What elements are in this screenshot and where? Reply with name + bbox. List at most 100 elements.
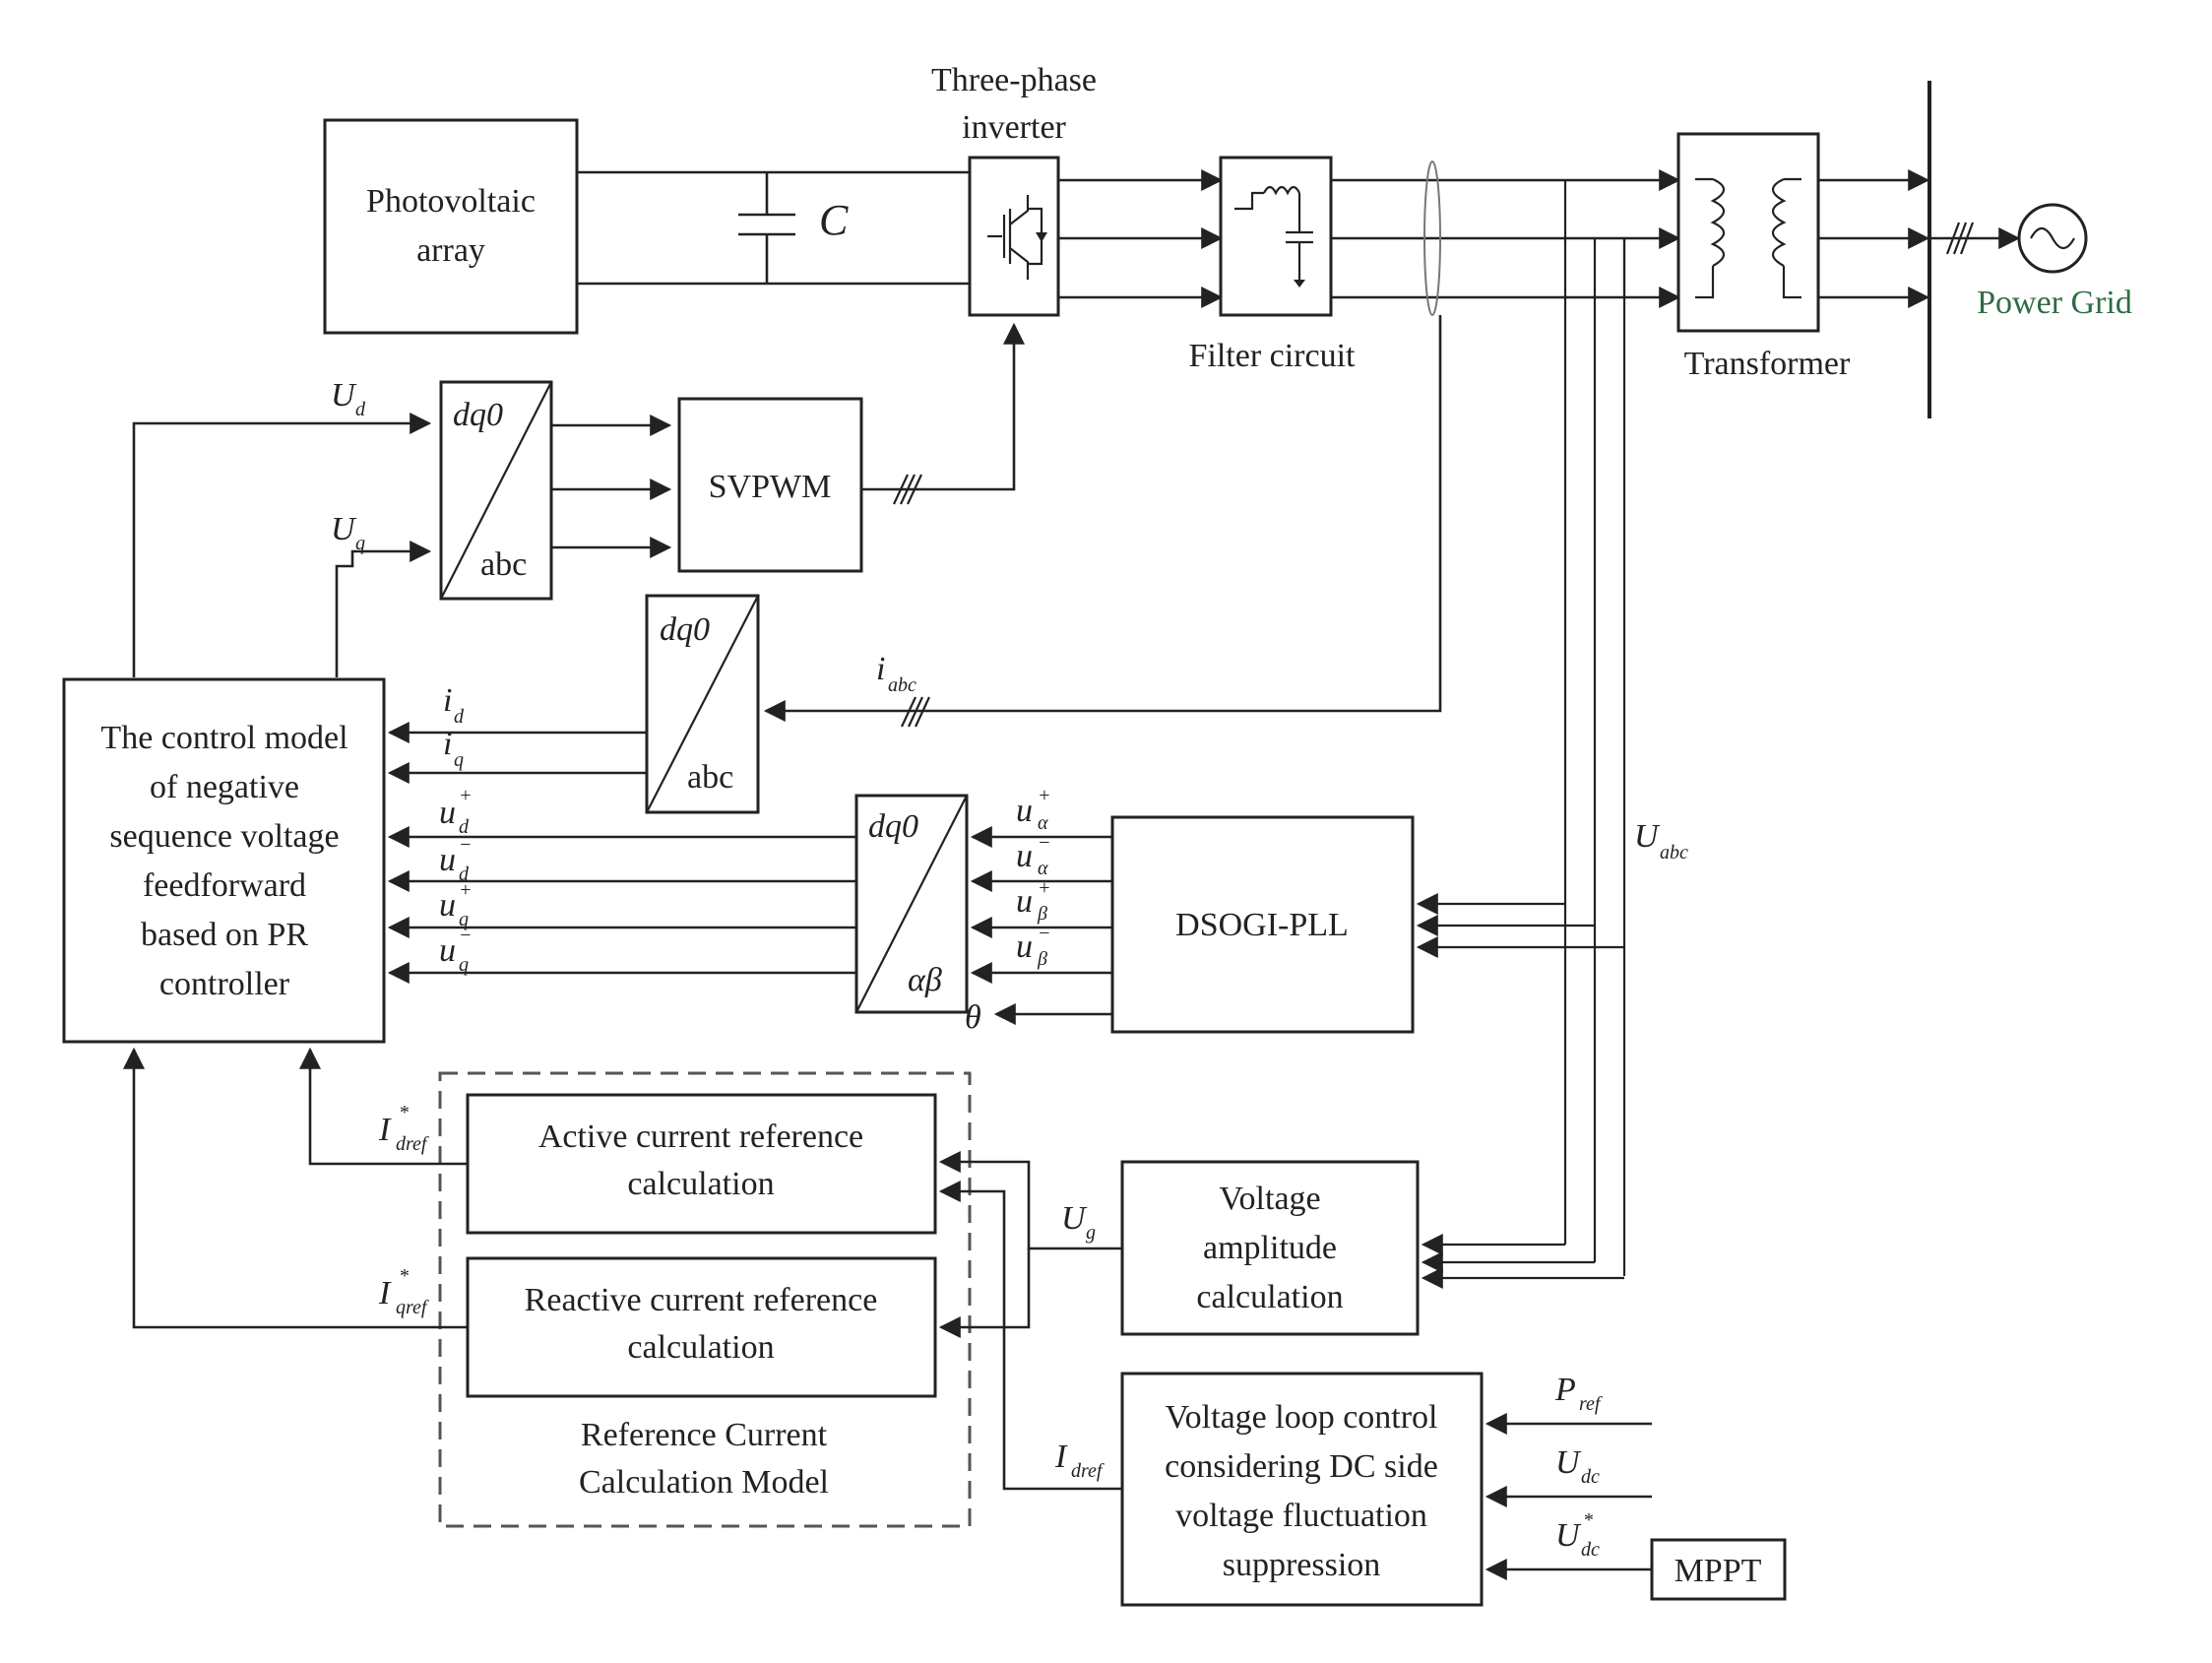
svg-text:β: β (1037, 903, 1047, 925)
svg-text:+: + (1038, 785, 1051, 806)
svg-text:amplitude: amplitude (1203, 1230, 1337, 1266)
svg-text:dref: dref (396, 1133, 429, 1155)
svg-text:−: − (1038, 923, 1051, 944)
svg-text:DSOGI-PLL: DSOGI-PLL (1175, 907, 1349, 943)
svg-text:controller: controller (159, 966, 290, 1002)
svg-text:u: u (1016, 793, 1033, 829)
svg-text:U: U (1555, 1517, 1582, 1554)
svg-text:+: + (1038, 877, 1051, 899)
svg-text:abc: abc (1660, 842, 1688, 863)
svg-text:I: I (1054, 1439, 1068, 1475)
svg-text:MPPT: MPPT (1675, 1553, 1762, 1589)
signal-Ud: U d (331, 377, 366, 420)
svg-text:α: α (1038, 858, 1048, 879)
svg-text:g: g (1086, 1222, 1096, 1244)
svg-text:Active current reference: Active current reference (538, 1119, 863, 1155)
three-phase-hatch-svpwm (893, 474, 922, 505)
svg-text:sequence voltage: sequence voltage (109, 818, 339, 855)
svg-text:abc: abc (888, 674, 916, 696)
svg-text:i: i (876, 651, 885, 687)
svg-text:u: u (439, 932, 456, 969)
svg-text:abc: abc (687, 759, 733, 796)
svg-text:Voltage: Voltage (1219, 1181, 1320, 1217)
svg-text:d: d (459, 816, 470, 838)
inverter-label-2: inverter (962, 109, 1066, 146)
signal-Pref: P ref (1554, 1372, 1603, 1415)
active-current-ref-block: Active current reference calculation (466, 1093, 937, 1235)
svg-text:q: q (454, 749, 464, 771)
ac-source-icon (2017, 203, 2088, 274)
svg-text:U: U (1555, 1444, 1582, 1481)
igbt-icon (987, 195, 1047, 280)
svg-text:α: α (1038, 812, 1048, 834)
signal-ud-plus: u + d (439, 785, 473, 838)
svg-text:qref: qref (396, 1297, 429, 1318)
signal-Udc: U dc (1555, 1444, 1600, 1488)
ref-model-label-1: Reference Current (581, 1417, 828, 1453)
svg-text:d: d (454, 706, 465, 728)
svg-text:voltage fluctuation: voltage fluctuation (1175, 1498, 1427, 1534)
signal-Idref-star: I * dref (378, 1102, 429, 1155)
signal-uq-minus: u − q (439, 925, 473, 976)
three-phase-hatch-iabc (901, 696, 930, 728)
power-grid-label: Power Grid (1977, 285, 2132, 321)
svg-text:d: d (355, 399, 366, 420)
svg-text:u: u (1016, 838, 1033, 874)
svpwm-block: SVPWM (677, 397, 863, 573)
svg-text:dq0: dq0 (660, 611, 710, 648)
filter-block: Filter circuit (1188, 156, 1356, 374)
svg-text:q: q (459, 954, 469, 976)
svg-text:P: P (1554, 1372, 1576, 1408)
current-sensor (1423, 160, 1441, 316)
svg-text:calculation: calculation (1196, 1279, 1343, 1315)
signal-iabc: i abc (876, 651, 916, 696)
signal-uq-plus: u + q (439, 879, 473, 930)
svg-text:q: q (459, 909, 469, 930)
svg-text:calculation: calculation (627, 1329, 774, 1366)
svg-text:dref: dref (1071, 1460, 1105, 1482)
svg-text:β: β (1037, 948, 1047, 970)
svg-text:*: * (1583, 1509, 1593, 1531)
svg-text:considering DC side: considering DC side (1165, 1448, 1438, 1485)
signal-Uabc: U abc (1634, 818, 1688, 863)
voltage-amplitude-block: Voltage amplitude calculation (1120, 1160, 1420, 1336)
capacitor-label: C (819, 196, 849, 244)
svg-text:−: − (459, 925, 473, 946)
svg-text:I: I (378, 1112, 392, 1148)
reactive-current-ref-block: Reactive current reference calculation (466, 1256, 937, 1398)
svg-text:U: U (1061, 1200, 1088, 1237)
svg-text:U: U (1634, 818, 1661, 855)
svg-text:I: I (378, 1275, 392, 1311)
signal-id: i d (443, 682, 465, 728)
svg-text:*: * (399, 1265, 409, 1287)
dq0-abc-transform-top: dq0 abc (439, 380, 553, 601)
svpwm-label: SVPWM (709, 469, 832, 505)
svg-text:u: u (439, 842, 456, 878)
svg-text:u: u (439, 795, 456, 831)
svg-text:U: U (331, 511, 357, 547)
signal-ub-plus: u + β (1016, 877, 1051, 925)
svg-text:U: U (331, 377, 357, 414)
svg-text:αβ: αβ (908, 962, 942, 998)
three-phase-hatch-grid (1945, 222, 1975, 255)
svg-text:−: − (1038, 832, 1051, 854)
svg-text:of negative: of negative (150, 769, 299, 805)
svg-text:dq0: dq0 (868, 808, 918, 845)
signal-Uq: U q (331, 511, 365, 554)
inverter-block: Three-phase inverter (931, 62, 1097, 317)
signal-Udc-star: U * dc (1555, 1509, 1600, 1561)
svg-text:The control model: The control model (100, 720, 348, 756)
svg-text:suppression: suppression (1223, 1547, 1381, 1583)
svg-text:feedforward: feedforward (143, 867, 306, 904)
svg-text:+: + (459, 785, 473, 806)
svg-text:dc: dc (1581, 1466, 1600, 1488)
dq0-alphabeta-transform: dq0 αβ (854, 794, 969, 1014)
svg-text:+: + (459, 879, 473, 901)
reference-current-model-frame (438, 1071, 972, 1528)
svg-text:dc: dc (1581, 1539, 1600, 1561)
svg-text:ref: ref (1579, 1393, 1603, 1415)
dsogi-pll-block: DSOGI-PLL (1110, 815, 1415, 1034)
transformer-label: Transformer (1684, 346, 1851, 382)
mppt-block: MPPT (1650, 1538, 1787, 1601)
